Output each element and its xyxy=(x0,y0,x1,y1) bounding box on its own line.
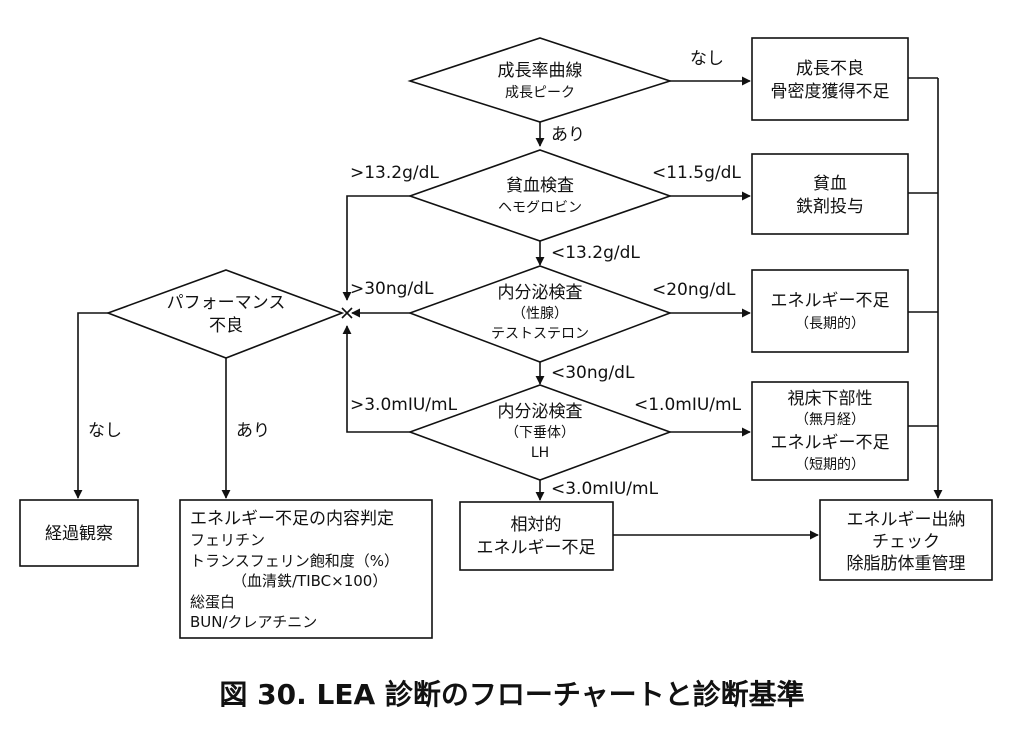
label-testes-high: >30ng/dL xyxy=(350,279,434,299)
decision-growth-curve: 成長率曲線 成長ピーク xyxy=(407,37,673,123)
label-growth-no: なし xyxy=(690,49,724,69)
testes-line2: （性腺） xyxy=(512,306,568,322)
arrow-lh-high xyxy=(342,325,410,433)
box-observe: 経過観察 xyxy=(19,499,139,567)
box-anemia-result: 貧血 鉄剤投与 xyxy=(751,153,909,235)
hypothalamic-line3: エネルギー不足 xyxy=(771,433,890,453)
figure-caption: 図 30. LEA 診断のフローチャートと診断基準 xyxy=(219,678,804,711)
connectors xyxy=(73,76,943,540)
anemia-result-line2: 鉄剤投与 xyxy=(796,197,864,217)
decision-anemia-test: 貧血検査 ヘモグロビン xyxy=(407,149,673,242)
relative-line2: エネルギー不足 xyxy=(477,538,596,558)
testes-line1: 内分泌検査 xyxy=(498,283,583,303)
content-line1: エネルギー不足の内容判定 xyxy=(190,509,394,529)
edge-labels: なし あり >13.2g/dL <11.5g/dL <13.2g/dL >30n… xyxy=(88,49,742,499)
anemia-line2: ヘモグロビン xyxy=(498,200,582,216)
label-testes-low: <20ng/dL xyxy=(652,280,736,300)
box-relative-deficit: 相対的 エネルギー不足 xyxy=(459,501,614,571)
relative-line1: 相対的 xyxy=(511,515,562,535)
decision-gonad-test: 内分泌検査 （性腺） テストステロン xyxy=(407,265,673,363)
content-line4: （血清鉄/TIBC×100） xyxy=(232,572,387,590)
growth-line2: 成長ピーク xyxy=(505,85,575,101)
box-growth-result: 成長不良 骨密度獲得不足 xyxy=(751,37,909,121)
label-anemia-low: <11.5g/dL xyxy=(652,163,741,183)
arrow-performance-no xyxy=(73,312,108,499)
energy-long-line1: エネルギー不足 xyxy=(771,291,890,311)
label-growth-yes: あり xyxy=(551,125,585,145)
anemia-line1: 貧血検査 xyxy=(506,176,574,196)
hypothalamic-line4: （短期的） xyxy=(795,457,865,473)
performance-line1: パフォーマンス xyxy=(167,293,286,313)
box-energy-check: エネルギー出納 チェック 除脂肪体重管理 xyxy=(819,499,993,581)
content-line6: BUN/クレアチニン xyxy=(190,613,317,631)
box-deficit-content: エネルギー不足の内容判定 フェリチン トランスフェリン飽和度（%） （血清鉄/T… xyxy=(179,499,433,639)
arrow-anemia-high xyxy=(342,195,410,301)
label-anemia-down: <13.2g/dL xyxy=(551,243,640,263)
content-line2: フェリチン xyxy=(190,531,265,549)
anemia-result-line1: 貧血 xyxy=(813,174,847,194)
hypothalamic-line1: 視床下部性 xyxy=(788,389,873,409)
content-line5: 総蛋白 xyxy=(190,593,235,611)
label-performance-yes: あり xyxy=(236,421,270,441)
growth-line1: 成長率曲線 xyxy=(498,61,583,81)
label-performance-no: なし xyxy=(88,421,122,441)
hypothalamic-line2: （無月経） xyxy=(795,412,865,428)
energy-check-line2: チェック xyxy=(872,532,940,552)
box-hypothalamic: 視床下部性 （無月経） エネルギー不足 （短期的） xyxy=(751,381,909,481)
decision-performance: パフォーマンス 不良 xyxy=(105,269,345,359)
pituitary-line1: 内分泌検査 xyxy=(498,402,583,422)
energy-check-line1: エネルギー出納 xyxy=(847,510,966,530)
box-energy-long: エネルギー不足 （長期的） xyxy=(751,269,909,353)
junction-cross-icon xyxy=(341,307,353,319)
energy-long-line2: （長期的） xyxy=(795,316,865,332)
observe-line1: 経過観察 xyxy=(45,524,113,544)
energy-check-line3: 除脂肪体重管理 xyxy=(847,554,966,574)
testes-line3: テストステロン xyxy=(491,326,589,342)
content-line3: トランスフェリン飽和度（%） xyxy=(190,552,399,570)
label-testes-down: <30ng/dL xyxy=(551,363,635,383)
pituitary-line2: （下垂体） xyxy=(505,425,575,441)
growth-result-line2: 骨密度獲得不足 xyxy=(771,82,890,102)
growth-result-line1: 成長不良 xyxy=(796,59,864,79)
pituitary-line3: LH xyxy=(531,445,549,461)
decision-pituitary-test: 内分泌検査 （下垂体） LH xyxy=(407,384,673,481)
label-lh-high: >3.0mIU/mL xyxy=(350,395,458,415)
label-lh-down: <3.0mIU/mL xyxy=(551,479,659,499)
label-lh-low: <1.0mIU/mL xyxy=(634,395,742,415)
label-anemia-high: >13.2g/dL xyxy=(350,163,439,183)
performance-line2: 不良 xyxy=(209,316,243,336)
